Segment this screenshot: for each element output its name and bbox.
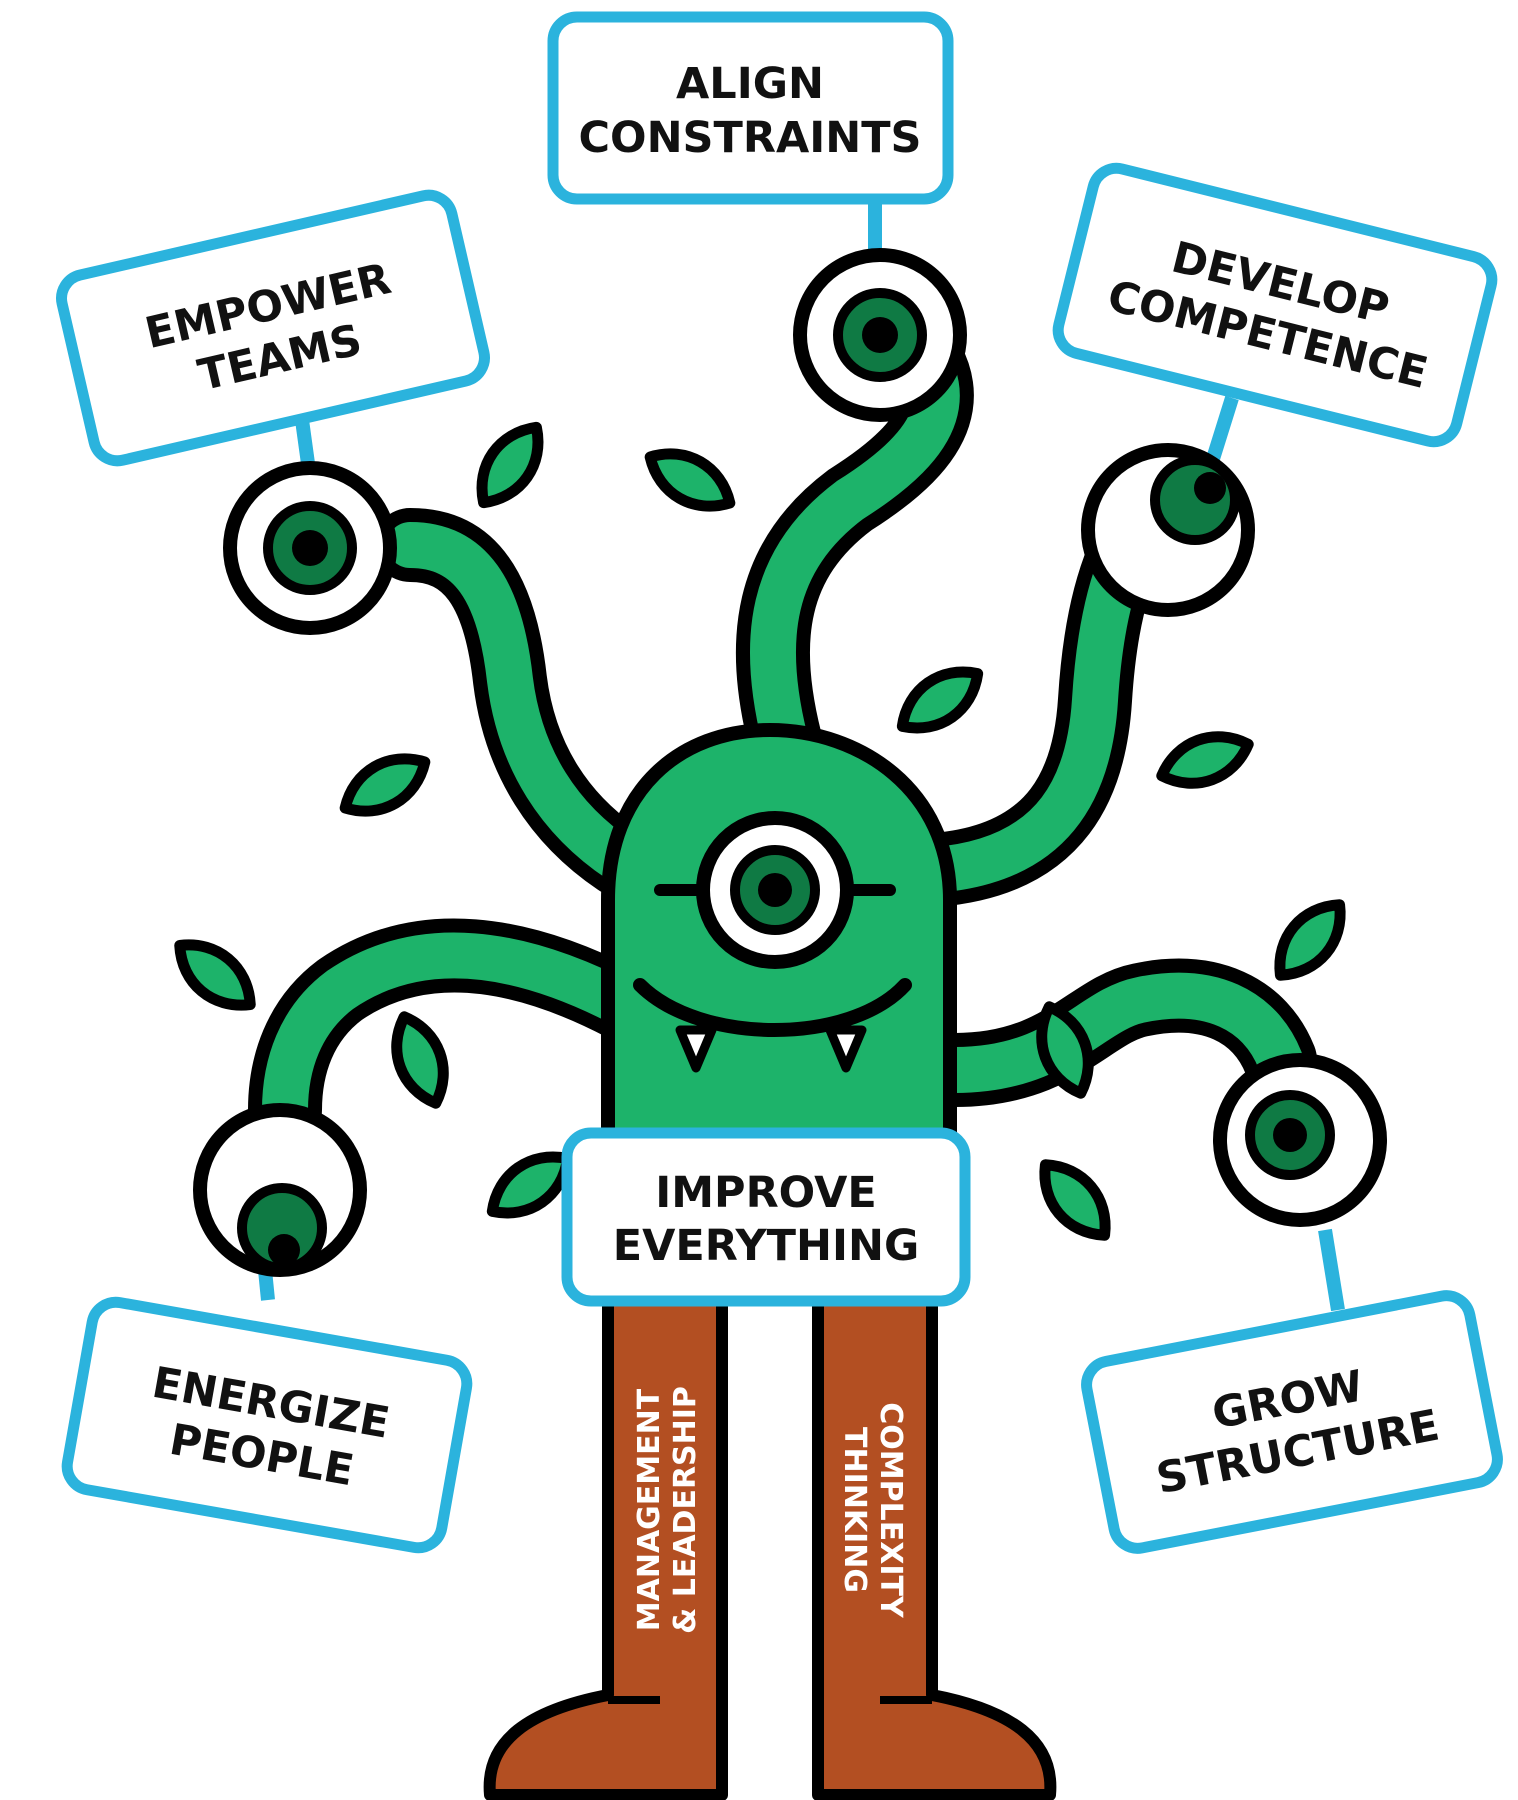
post-grow <box>1318 1228 1345 1312</box>
tentacle-eyes <box>193 248 1387 1277</box>
left-fang <box>675 1025 717 1073</box>
leaf <box>1036 1001 1094 1099</box>
leaf <box>174 939 256 1011</box>
leaf <box>644 448 736 512</box>
post-develop <box>1205 395 1239 465</box>
right-leg-label: COMPLEXITY THINKING <box>837 1402 908 1619</box>
left-leg <box>483 1264 728 1800</box>
eye-lower-right <box>1213 1053 1387 1227</box>
right-leg-line2: THINKING <box>837 1427 872 1593</box>
center-pupil <box>758 873 792 907</box>
left-leg-line2: & LEADERSHIP <box>668 1386 703 1634</box>
eye-upper-left <box>223 461 397 635</box>
sign-improve-everything: IMPROVE EVERYTHING <box>561 1127 971 1307</box>
leaf <box>1156 731 1254 789</box>
leaf <box>1274 899 1346 981</box>
leaves <box>174 421 1346 1241</box>
legs <box>483 1264 1057 1800</box>
sign-empower-teams: EMPOWER TEAMS <box>56 189 490 467</box>
leaf <box>391 1011 449 1109</box>
left-leg-label: MANAGEMENT & LEADERSHIP <box>632 1386 703 1634</box>
leaf <box>896 666 984 734</box>
sign-improve-line2: EVERYTHING <box>613 1221 920 1271</box>
eye-upper-right <box>1081 443 1255 617</box>
eye-lower-left <box>193 1103 367 1277</box>
sign-align-constraints: ALIGN CONSTRAINTS <box>547 11 954 205</box>
right-leg <box>812 1264 1057 1800</box>
sign-align-line1: ALIGN <box>676 59 824 109</box>
leaf <box>476 421 544 509</box>
left-leg-line1: MANAGEMENT <box>632 1388 667 1631</box>
sign-develop-competence: DEVELOP COMPETENCE <box>1052 162 1498 448</box>
sign-align-line2: CONSTRAINTS <box>578 113 921 163</box>
eye-top <box>793 248 967 422</box>
mouth <box>633 978 912 1037</box>
right-fang <box>825 1025 867 1073</box>
leaf <box>339 753 431 817</box>
sign-improve-line1: IMPROVE <box>655 1168 876 1218</box>
leaf <box>1039 1159 1111 1241</box>
sign-energize-people: ENERGIZE PEOPLE <box>61 1296 473 1554</box>
sign-grow-structure: GROW STRUCTURE <box>1081 1290 1503 1554</box>
right-leg-line1: COMPLEXITY <box>873 1402 908 1619</box>
